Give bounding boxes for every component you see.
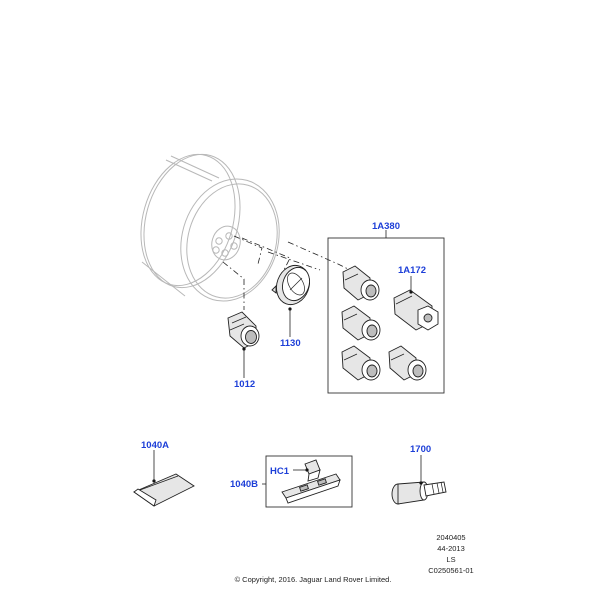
assembly-lines [222, 235, 351, 310]
callout-1a172: 1A172 [398, 265, 426, 276]
reference-line-4: C0250561-01 [428, 566, 473, 575]
center-cap [271, 264, 310, 337]
copyright-notice: © Copyright, 2016. Jaguar Land Rover Lim… [235, 575, 392, 584]
reference-line-1: 2040405 [436, 533, 465, 542]
callout-1a380: 1A380 [372, 221, 400, 232]
callout-hc1: HC1 [270, 466, 290, 477]
wheel-illustration [140, 153, 280, 302]
tyre-valve [391, 455, 447, 505]
callout-1700: 1700 [410, 444, 431, 455]
lock-nut-1 [342, 265, 380, 301]
locking-nut-key [393, 276, 439, 331]
wheel-nut [227, 311, 260, 378]
weight-clip [293, 459, 321, 482]
callout-1040a: 1040A [141, 440, 169, 451]
callout-1130: 1130 [280, 338, 301, 349]
lock-nut-4 [388, 345, 427, 381]
reference-line-3: LS [446, 555, 455, 564]
wheel-weight-a [133, 450, 195, 507]
callout-1012: 1012 [234, 379, 255, 390]
lock-nut-3 [341, 345, 381, 381]
wheel-weight-b [281, 473, 341, 504]
callout-1040b: 1040B [230, 479, 258, 490]
weight-b-frame [265, 455, 353, 508]
reference-line-2: 44-2013 [437, 544, 465, 553]
lock-nut-2 [341, 305, 381, 341]
